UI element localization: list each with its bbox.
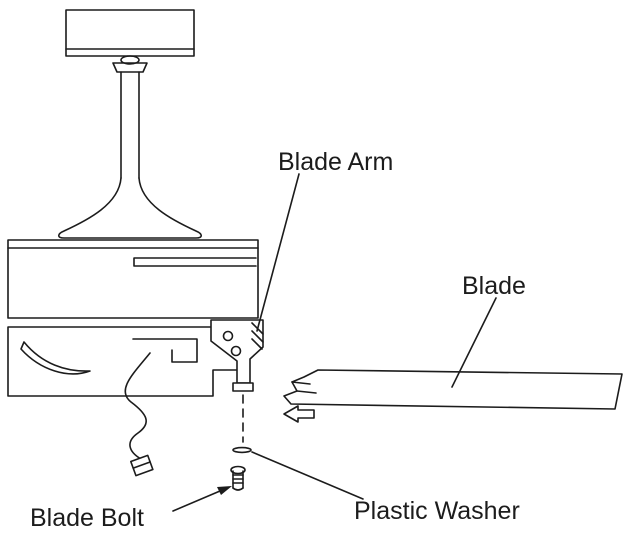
plastic-washer [232, 446, 252, 454]
insert-arrow-icon [283, 405, 315, 423]
arrowhead-icon [217, 486, 232, 495]
inner-bracket [132, 338, 198, 363]
arm-foot [232, 382, 254, 392]
blade-slot [291, 381, 317, 394]
switch-housing [7, 326, 259, 397]
blade [283, 369, 623, 410]
motor-housing [7, 239, 259, 319]
downrod [120, 71, 140, 179]
wire-connector [124, 352, 154, 477]
canopy [65, 9, 195, 73]
leader-line-plastic-washer [251, 451, 364, 500]
blade-bolt [230, 465, 246, 491]
bolt-assembly [230, 394, 252, 491]
plastic-washer-label: Plastic Washer [354, 497, 520, 525]
leader-line-blade [451, 297, 497, 388]
leader-arrow-blade-bolt [172, 486, 232, 512]
blade-bolt-label: Blade Bolt [30, 504, 144, 532]
blade-arm-label: Blade Arm [278, 148, 393, 176]
vent-slot [20, 341, 91, 375]
blade-label: Blade [462, 272, 526, 300]
arm-hole [230, 345, 242, 357]
blade-arm [210, 319, 264, 392]
diagram-linework [7, 9, 623, 512]
leader-line-blade-arm [256, 173, 300, 332]
arm-hole [222, 330, 234, 342]
motor-bell [57, 177, 203, 239]
